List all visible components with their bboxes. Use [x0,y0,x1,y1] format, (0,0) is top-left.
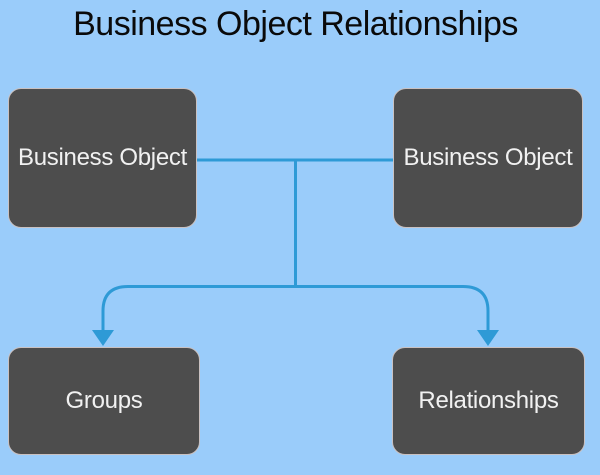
node-label: Business Object [18,144,187,171]
arrowhead-left-icon [92,330,114,346]
node-business-object-left: Business Object [8,88,197,228]
node-label: Groups [65,387,143,414]
diagram-title: Business Object Relationships [73,5,518,43]
node-relationships: Relationships [392,347,585,455]
connector-branch-rail [101,285,490,332]
node-label: Business Object [403,144,573,171]
node-business-object-right: Business Object [393,88,583,228]
node-groups: Groups [8,347,200,455]
arrowhead-right-icon [477,330,499,346]
node-label: Relationships [418,387,559,414]
